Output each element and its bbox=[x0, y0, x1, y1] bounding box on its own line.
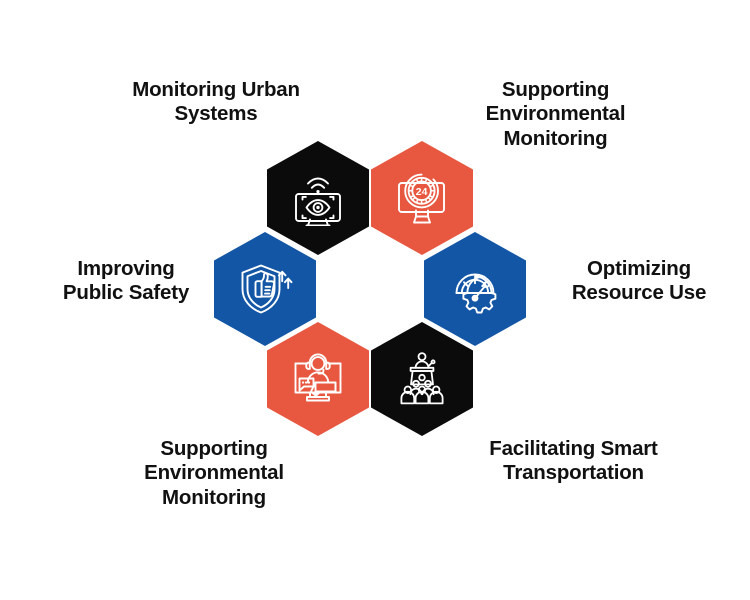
label-supporting-environmental-monitoring-top: Supporting Environmental Monitoring bbox=[485, 78, 626, 150]
hexagon-monitoring-urban-systems[interactable] bbox=[267, 141, 369, 255]
hexagon-supporting-environmental-monitoring-bottom[interactable] bbox=[267, 322, 369, 436]
podium-speaker-audience-icon bbox=[393, 350, 451, 408]
label-facilitating-smart-transportation: Facilitating Smart Transportation bbox=[489, 437, 658, 485]
hexagon-improving-public-safety[interactable] bbox=[214, 232, 316, 346]
monitor-24-hour-clock-icon: 24 bbox=[392, 169, 452, 227]
monitor-headset-agent-chat-icon bbox=[289, 351, 347, 407]
shield-thumbs-up-arrows-icon bbox=[235, 260, 295, 318]
clock-24-text: 24 bbox=[416, 186, 428, 198]
hexagon-supporting-environmental-monitoring-top[interactable]: 24 bbox=[371, 141, 473, 255]
label-monitoring-urban-systems: Monitoring Urban Systems bbox=[132, 78, 300, 126]
gear-speedometer-icon bbox=[445, 260, 505, 318]
monitor-eye-wifi-icon bbox=[289, 170, 347, 226]
hexagon-facilitating-smart-transportation[interactable] bbox=[371, 322, 473, 436]
hexagon-optimizing-resource-use[interactable] bbox=[424, 232, 526, 346]
label-optimizing-resource-use: Optimizing Resource Use bbox=[571, 257, 707, 305]
label-supporting-environmental-monitoring-bottom: Supporting Environmental Monitoring bbox=[144, 437, 284, 509]
label-improving-public-safety: Improving Public Safety bbox=[62, 257, 190, 305]
